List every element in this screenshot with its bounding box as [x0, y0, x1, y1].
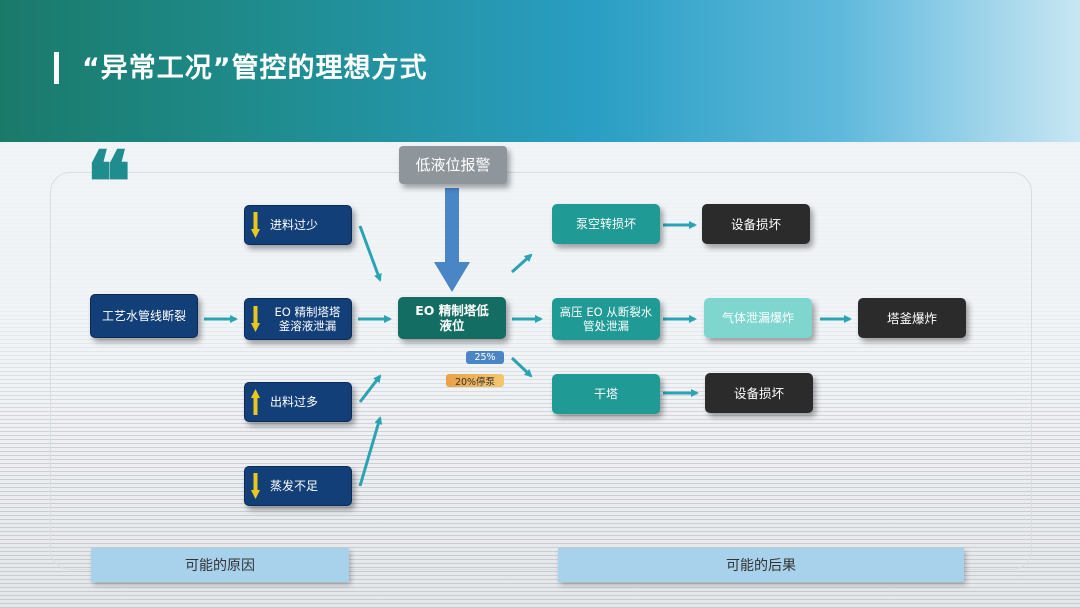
arrow-output-to-center: [358, 374, 382, 403]
cause-steam-low-label: 蒸发不足: [270, 478, 319, 493]
tag-25-percent: 25%: [466, 351, 504, 364]
center-low-level-box: EO 精制塔低液位: [398, 297, 506, 339]
up-arrow-icon: [251, 389, 260, 415]
effect-dry-label: 干塔: [593, 386, 618, 401]
cause-steam-low-box: 蒸发不足: [244, 466, 352, 506]
center-label: EO 精制塔低液位: [415, 303, 489, 333]
arrow-center-to-pump: [510, 253, 533, 274]
quote-mark-icon: ❝: [86, 132, 132, 231]
cause-output-high-box: 出料过多: [244, 382, 352, 422]
causes-footer-label: 可能的原因: [91, 548, 349, 582]
down-arrow-icon: [251, 473, 260, 499]
background-fade: [0, 140, 1080, 440]
effect-break-label: 高压 EO 从断裂水管处泄漏: [559, 305, 653, 333]
cause-leak-box: EO 精制塔塔釜溶液泄漏: [244, 298, 352, 340]
title-accent-bar: [54, 52, 59, 84]
effect-pump-label: 泵空转损坏: [575, 216, 636, 231]
low-level-alarm-box: 低液位报警: [399, 146, 507, 184]
effect-equip1-box: 设备损坏: [702, 204, 810, 244]
cause-leak-label: EO 精制塔塔釜溶液泄漏: [274, 305, 341, 333]
cause-feed-low-label: 进料过少: [270, 217, 319, 232]
cause-output-high-label: 出料过多: [270, 394, 319, 409]
effect-tower-box: 塔釜爆炸: [858, 298, 966, 338]
effect-tower-label: 塔釜爆炸: [886, 310, 937, 326]
effects-footer-label: 可能的后果: [558, 548, 964, 582]
effect-pump-box: 泵空转损坏: [552, 204, 660, 244]
alarm-label: 低液位报警: [415, 155, 491, 174]
cause-root-box: 工艺水管线断裂: [90, 294, 198, 338]
effect-gas-box: 气体泄漏爆炸: [704, 298, 812, 338]
effect-equip2-box: 设备损坏: [705, 373, 813, 413]
page-title: “异常工况”管控的理想方式: [82, 53, 428, 84]
effect-dry-box: 干塔: [552, 374, 660, 414]
content-frame: [50, 172, 1032, 570]
header-banner: [0, 0, 1080, 142]
effect-gas-label: 气体泄漏爆炸: [721, 310, 794, 325]
cause-root-label: 工艺水管线断裂: [101, 308, 186, 323]
effect-break-box: 高压 EO 从断裂水管处泄漏: [552, 298, 660, 340]
down-arrow-icon: [251, 212, 260, 238]
arrow-center-to-dry: [510, 356, 533, 378]
arrow-feed-to-center: [358, 225, 382, 282]
alarm-down-arrow: [434, 188, 470, 292]
effect-equip1-label: 设备损坏: [730, 216, 781, 232]
arrow-steam-to-center: [358, 416, 383, 487]
tag-20-percent-pump-stop: 20%停泵: [446, 374, 504, 388]
down-arrow-icon: [251, 306, 260, 332]
effect-equip2-label: 设备损坏: [733, 385, 784, 401]
cause-feed-low-box: 进料过少: [244, 205, 352, 245]
